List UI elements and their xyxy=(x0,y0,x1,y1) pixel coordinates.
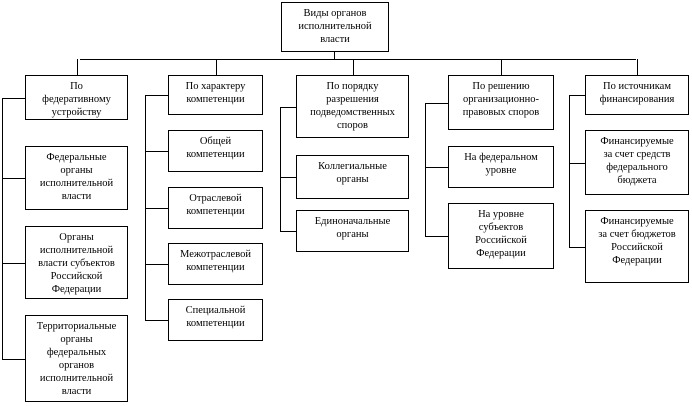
connector xyxy=(145,151,168,152)
category-item-box: Межотраслевой компетенции xyxy=(168,243,263,285)
connector xyxy=(637,59,638,75)
connector xyxy=(425,167,448,168)
category-item-box: На уровне субъектов Российской Федерации xyxy=(448,203,554,269)
category-item-box: Общей компетенции xyxy=(168,130,263,172)
category-item-box: Финансируемые за счет средств федерально… xyxy=(585,130,689,195)
connector xyxy=(280,107,281,232)
category-item-box: Федеральные органы исполнительной власти xyxy=(25,146,128,210)
category-item-box: Специальной компетенции xyxy=(168,299,263,341)
category-header-box: По решению организационно- правовых спор… xyxy=(448,75,554,130)
connector xyxy=(569,247,585,248)
category-header-box: По порядку разрешения подведомственных с… xyxy=(296,75,409,138)
category-item-box: Единоначальные органы xyxy=(296,210,409,252)
category-item-box: На федеральном уровне xyxy=(448,146,554,188)
connector xyxy=(425,103,448,104)
connector xyxy=(569,95,570,248)
connector xyxy=(216,59,217,75)
connector xyxy=(145,95,146,321)
category-item-box: Территориальные органы федеральных орган… xyxy=(25,315,128,402)
connector xyxy=(80,59,636,60)
connector xyxy=(569,163,585,164)
connector xyxy=(2,98,25,99)
connector xyxy=(2,98,3,360)
connector xyxy=(280,177,296,178)
connector xyxy=(425,236,448,237)
connector xyxy=(145,264,168,265)
connector xyxy=(569,95,585,96)
connector xyxy=(501,59,502,75)
category-item-box: Органы исполнительной власти субъектов Р… xyxy=(25,226,128,299)
connector xyxy=(145,208,168,209)
connector xyxy=(2,178,25,179)
connector xyxy=(145,320,168,321)
connector xyxy=(280,231,296,232)
connector xyxy=(145,95,168,96)
connector xyxy=(353,59,354,75)
connector xyxy=(425,103,426,237)
connector xyxy=(2,263,25,264)
category-item-box: Отраслевой компетенции xyxy=(168,187,263,229)
category-header-box: По источникам финансирования xyxy=(585,75,689,115)
connector xyxy=(280,107,296,108)
connector xyxy=(77,59,78,75)
root-box: Виды органов исполнительной власти xyxy=(281,2,389,52)
category-header-box: По характеру компетенции xyxy=(168,75,263,115)
category-item-box: Коллегиальные органы xyxy=(296,155,409,199)
category-header-box: По федеративному устройству xyxy=(25,75,128,120)
connector xyxy=(2,359,25,360)
category-item-box: Финансируемые за счет бюджетов Российско… xyxy=(585,210,689,283)
connector xyxy=(334,51,335,59)
